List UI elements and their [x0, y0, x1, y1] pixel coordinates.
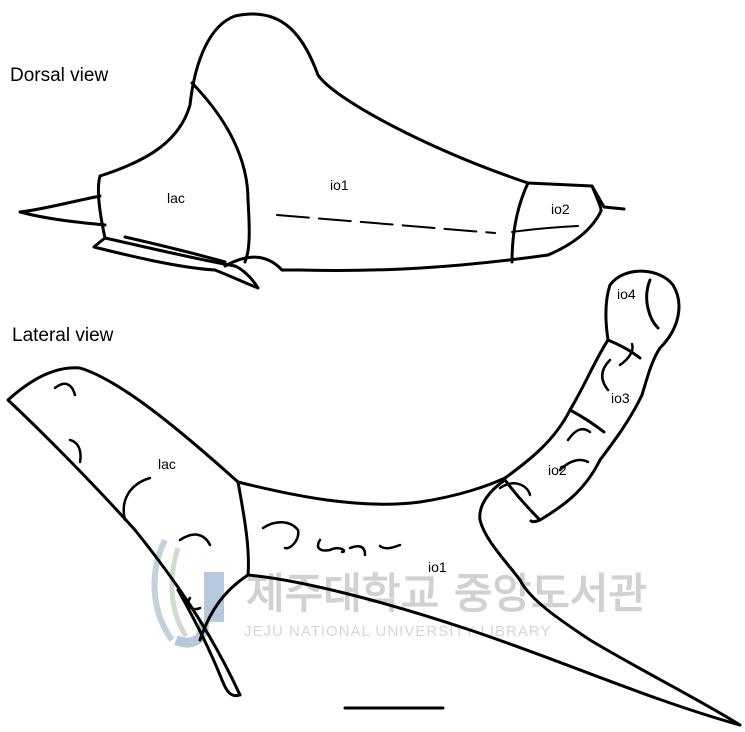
dorsal-outline — [100, 14, 624, 271]
dorsal-label-io1: io1 — [330, 177, 349, 193]
dorsal-suture-dashes — [277, 215, 495, 233]
lateral-io2-boundary — [531, 520, 540, 522]
lateral-io1-marks — [263, 522, 400, 555]
lateral-lac-outline — [8, 368, 240, 696]
lateral-label-lac: lac — [158, 456, 176, 472]
lateral-label-io3: io3 — [611, 390, 630, 406]
lateral-view-drawing — [8, 271, 740, 725]
lateral-lac-io1-boundary — [238, 482, 248, 575]
lateral-io1-upper-edge — [238, 478, 505, 504]
lateral-io2-marks — [500, 429, 590, 495]
lateral-io3-outline — [570, 340, 642, 460]
lateral-label-io1: io1 — [428, 559, 447, 575]
watermark-korean: 제주대학교 중앙도서관 — [246, 569, 647, 618]
dorsal-label-io2: io2 — [551, 201, 570, 217]
dorsal-view-title: Dorsal view — [10, 65, 108, 86]
library-logo — [155, 540, 224, 643]
dorsal-left-spike — [20, 196, 105, 225]
lateral-label-io4: io4 — [617, 286, 636, 302]
dorsal-view-drawing — [20, 14, 624, 288]
lateral-view-title: Lateral view — [12, 325, 114, 346]
lateral-label-io2: io2 — [548, 462, 567, 478]
dorsal-label-lac: lac — [167, 190, 185, 206]
watermark-english: JEJU NATIONAL UNIVERSITY LIBRARY — [244, 623, 551, 640]
dorsal-io2-line — [512, 226, 578, 232]
lateral-io4-inner — [647, 280, 658, 328]
dorsal-lower-flap — [94, 237, 282, 288]
lateral-lac-marks — [55, 384, 210, 609]
dorsal-lac-boundary — [98, 83, 249, 266]
lateral-io2-outline — [480, 410, 600, 580]
